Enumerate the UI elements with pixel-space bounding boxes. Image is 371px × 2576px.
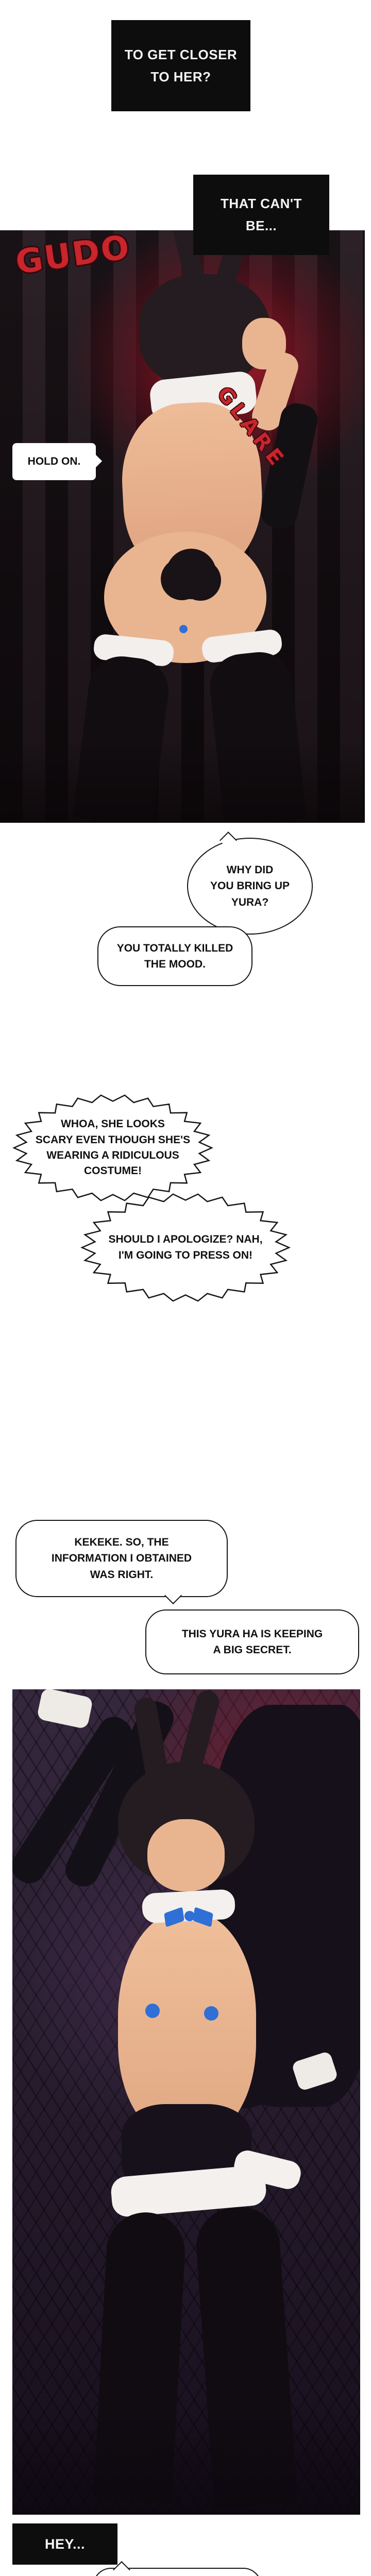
speech-text: THIS YURA HA IS KEEPING A BIG SECRET. — [181, 1628, 323, 1656]
speech-text: HOLD ON. — [27, 455, 81, 468]
face-shape — [147, 1819, 225, 1891]
bowtie-knot-shape — [184, 1911, 195, 1921]
thought-bubble-press-on: SHOULD I APOLOGIZE? NAH, I'M GOING TO PR… — [80, 1192, 291, 1303]
narration-text: THAT CAN'T BE... — [220, 196, 302, 233]
speech-bubble-hold-on: HOLD ON. — [12, 443, 103, 480]
speech-text: WHY DID YOU BRING UP YURA? — [210, 863, 290, 908]
bubble-tail — [220, 832, 237, 849]
speech-bubble-kekeke: KEKEKE. SO, THE INFORMATION I OBTAINED W… — [15, 1520, 228, 1604]
spiky-bubble-outline — [12, 1094, 213, 1201]
bunny-tail-shape — [166, 549, 216, 599]
speech-text: KEKEKE. SO, THE INFORMATION I OBTAINED W… — [51, 1536, 192, 1581]
comic-panel-2 — [12, 1689, 360, 2515]
costume-accent-shape — [145, 2004, 160, 2018]
speech-bubble-weasel: DON'T TRY TO WEASEL OUT OF THIS. — [93, 2561, 262, 2576]
bubble-tail — [164, 1587, 182, 1604]
thought-text: SHOULD I APOLOGIZE? NAH, I'M GOING TO PR… — [108, 1233, 263, 1261]
narration-text: HEY... — [44, 2536, 86, 2552]
torso-shape — [118, 1912, 256, 2139]
narration-box-that-cant-be: THAT CAN'T BE... — [193, 175, 329, 255]
speech-bubble-big-secret: THIS YURA HA IS KEEPING A BIG SECRET. — [145, 1609, 359, 1674]
panel-shadow — [12, 2401, 360, 2515]
narration-box-closer: TO GET CLOSER TO HER? — [111, 20, 250, 111]
thought-bubble-whoa-scary: WHOA, SHE LOOKS SCARY EVEN THOUGH SHE'S … — [12, 1093, 213, 1202]
narration-text: TO GET CLOSER TO HER? — [124, 46, 238, 84]
comic-panel-1 — [0, 230, 365, 823]
charm-shape — [179, 625, 188, 633]
spiky-bubble-outline — [80, 1193, 291, 1302]
narration-box-hey: HEY... — [12, 2523, 117, 2565]
speech-bubble-killed-mood: YOU TOTALLY KILLED THE MOOD. — [97, 926, 252, 986]
bound-wrist-cuffs-shape — [36, 1689, 94, 1730]
costume-accent-shape — [204, 2006, 218, 2021]
speech-bubble-why-yura: WHY DID YOU BRING UP YURA? — [187, 832, 313, 935]
speech-text: YOU TOTALLY KILLED THE MOOD. — [116, 942, 233, 971]
panel-shadow — [0, 740, 365, 823]
thought-text: WHOA, SHE LOOKS SCARY EVEN THOUGH SHE'S … — [35, 1118, 191, 1177]
